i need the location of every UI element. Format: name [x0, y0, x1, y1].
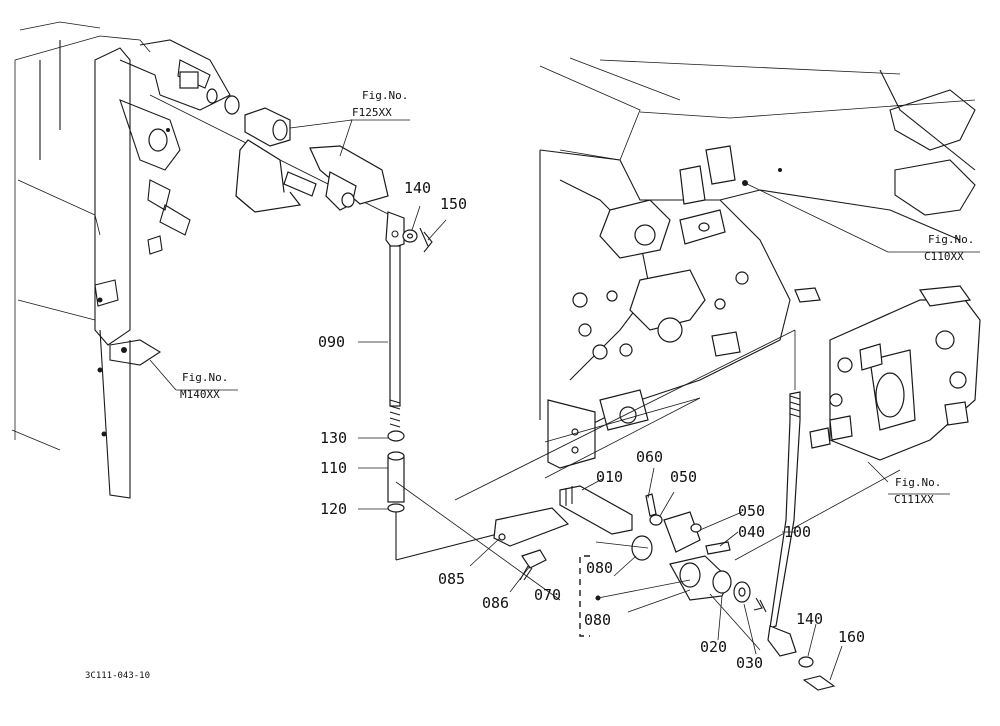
fig-ref-c110[interactable]: Fig.No. C110XX — [888, 233, 980, 263]
callout-080-upper[interactable]: 080 — [586, 559, 613, 577]
callout-040[interactable]: 040 — [738, 523, 765, 541]
left-frame-bracket — [11, 21, 231, 499]
callout-100[interactable]: 100 — [784, 523, 811, 541]
callout-010[interactable]: 010 — [596, 468, 623, 486]
fig-ref-f125-label: Fig.No. — [362, 89, 408, 102]
callout-070[interactable]: 070 — [534, 586, 561, 604]
fig-ref-m140-label: Fig.No. — [182, 371, 228, 384]
rod-100 — [767, 391, 836, 691]
fig-ref-m140[interactable]: Fig.No. M140XX — [176, 371, 238, 401]
callout-080-lower[interactable]: 080 — [584, 611, 611, 629]
callout-030[interactable]: 030 — [736, 654, 763, 672]
callout-060[interactable]: 060 — [636, 448, 663, 466]
callout-130[interactable]: 130 — [320, 429, 347, 447]
fig-ref-c110-number: C110XX — [924, 250, 964, 263]
callout-140-upper[interactable]: 140 — [404, 179, 431, 197]
callout-086[interactable]: 086 — [482, 594, 509, 612]
fig-ref-m140-number: M140XX — [180, 388, 220, 401]
callout-140-lower[interactable]: 140 — [796, 610, 823, 628]
fig-ref-f125[interactable]: Fig.No. F125XX — [350, 89, 410, 121]
fig-ref-c111-label: Fig.No. — [895, 476, 941, 489]
lower-shaft-assembly — [395, 329, 901, 651]
fig-ref-c111-number: C111XX — [894, 493, 934, 506]
upper-linkage-assembly — [149, 88, 391, 216]
callout-085[interactable]: 085 — [438, 570, 465, 588]
callout-150[interactable]: 150 — [440, 195, 467, 213]
callout-050-upper[interactable]: 050 — [670, 468, 697, 486]
fig-ref-c111[interactable]: Fig.No. C111XX — [888, 476, 950, 506]
part-callouts: 140 150 090 130 110 120 060 010 050 050 … — [318, 179, 865, 672]
fig-ref-f125-number: F125XX — [352, 106, 392, 119]
callout-020[interactable]: 020 — [700, 638, 727, 656]
rod-090-assembly — [385, 211, 561, 561]
drawing-code: 3C111-043-10 — [85, 671, 150, 681]
transmission-case — [539, 57, 976, 441]
leader-lines — [149, 119, 889, 681]
fig-ref-c110-label: Fig.No. — [928, 233, 974, 246]
callout-050-lower[interactable]: 050 — [738, 502, 765, 520]
callout-090[interactable]: 090 — [318, 333, 345, 351]
control-valve — [809, 285, 981, 461]
callout-160[interactable]: 160 — [838, 628, 865, 646]
callout-120[interactable]: 120 — [320, 500, 347, 518]
callout-110[interactable]: 110 — [320, 459, 347, 477]
